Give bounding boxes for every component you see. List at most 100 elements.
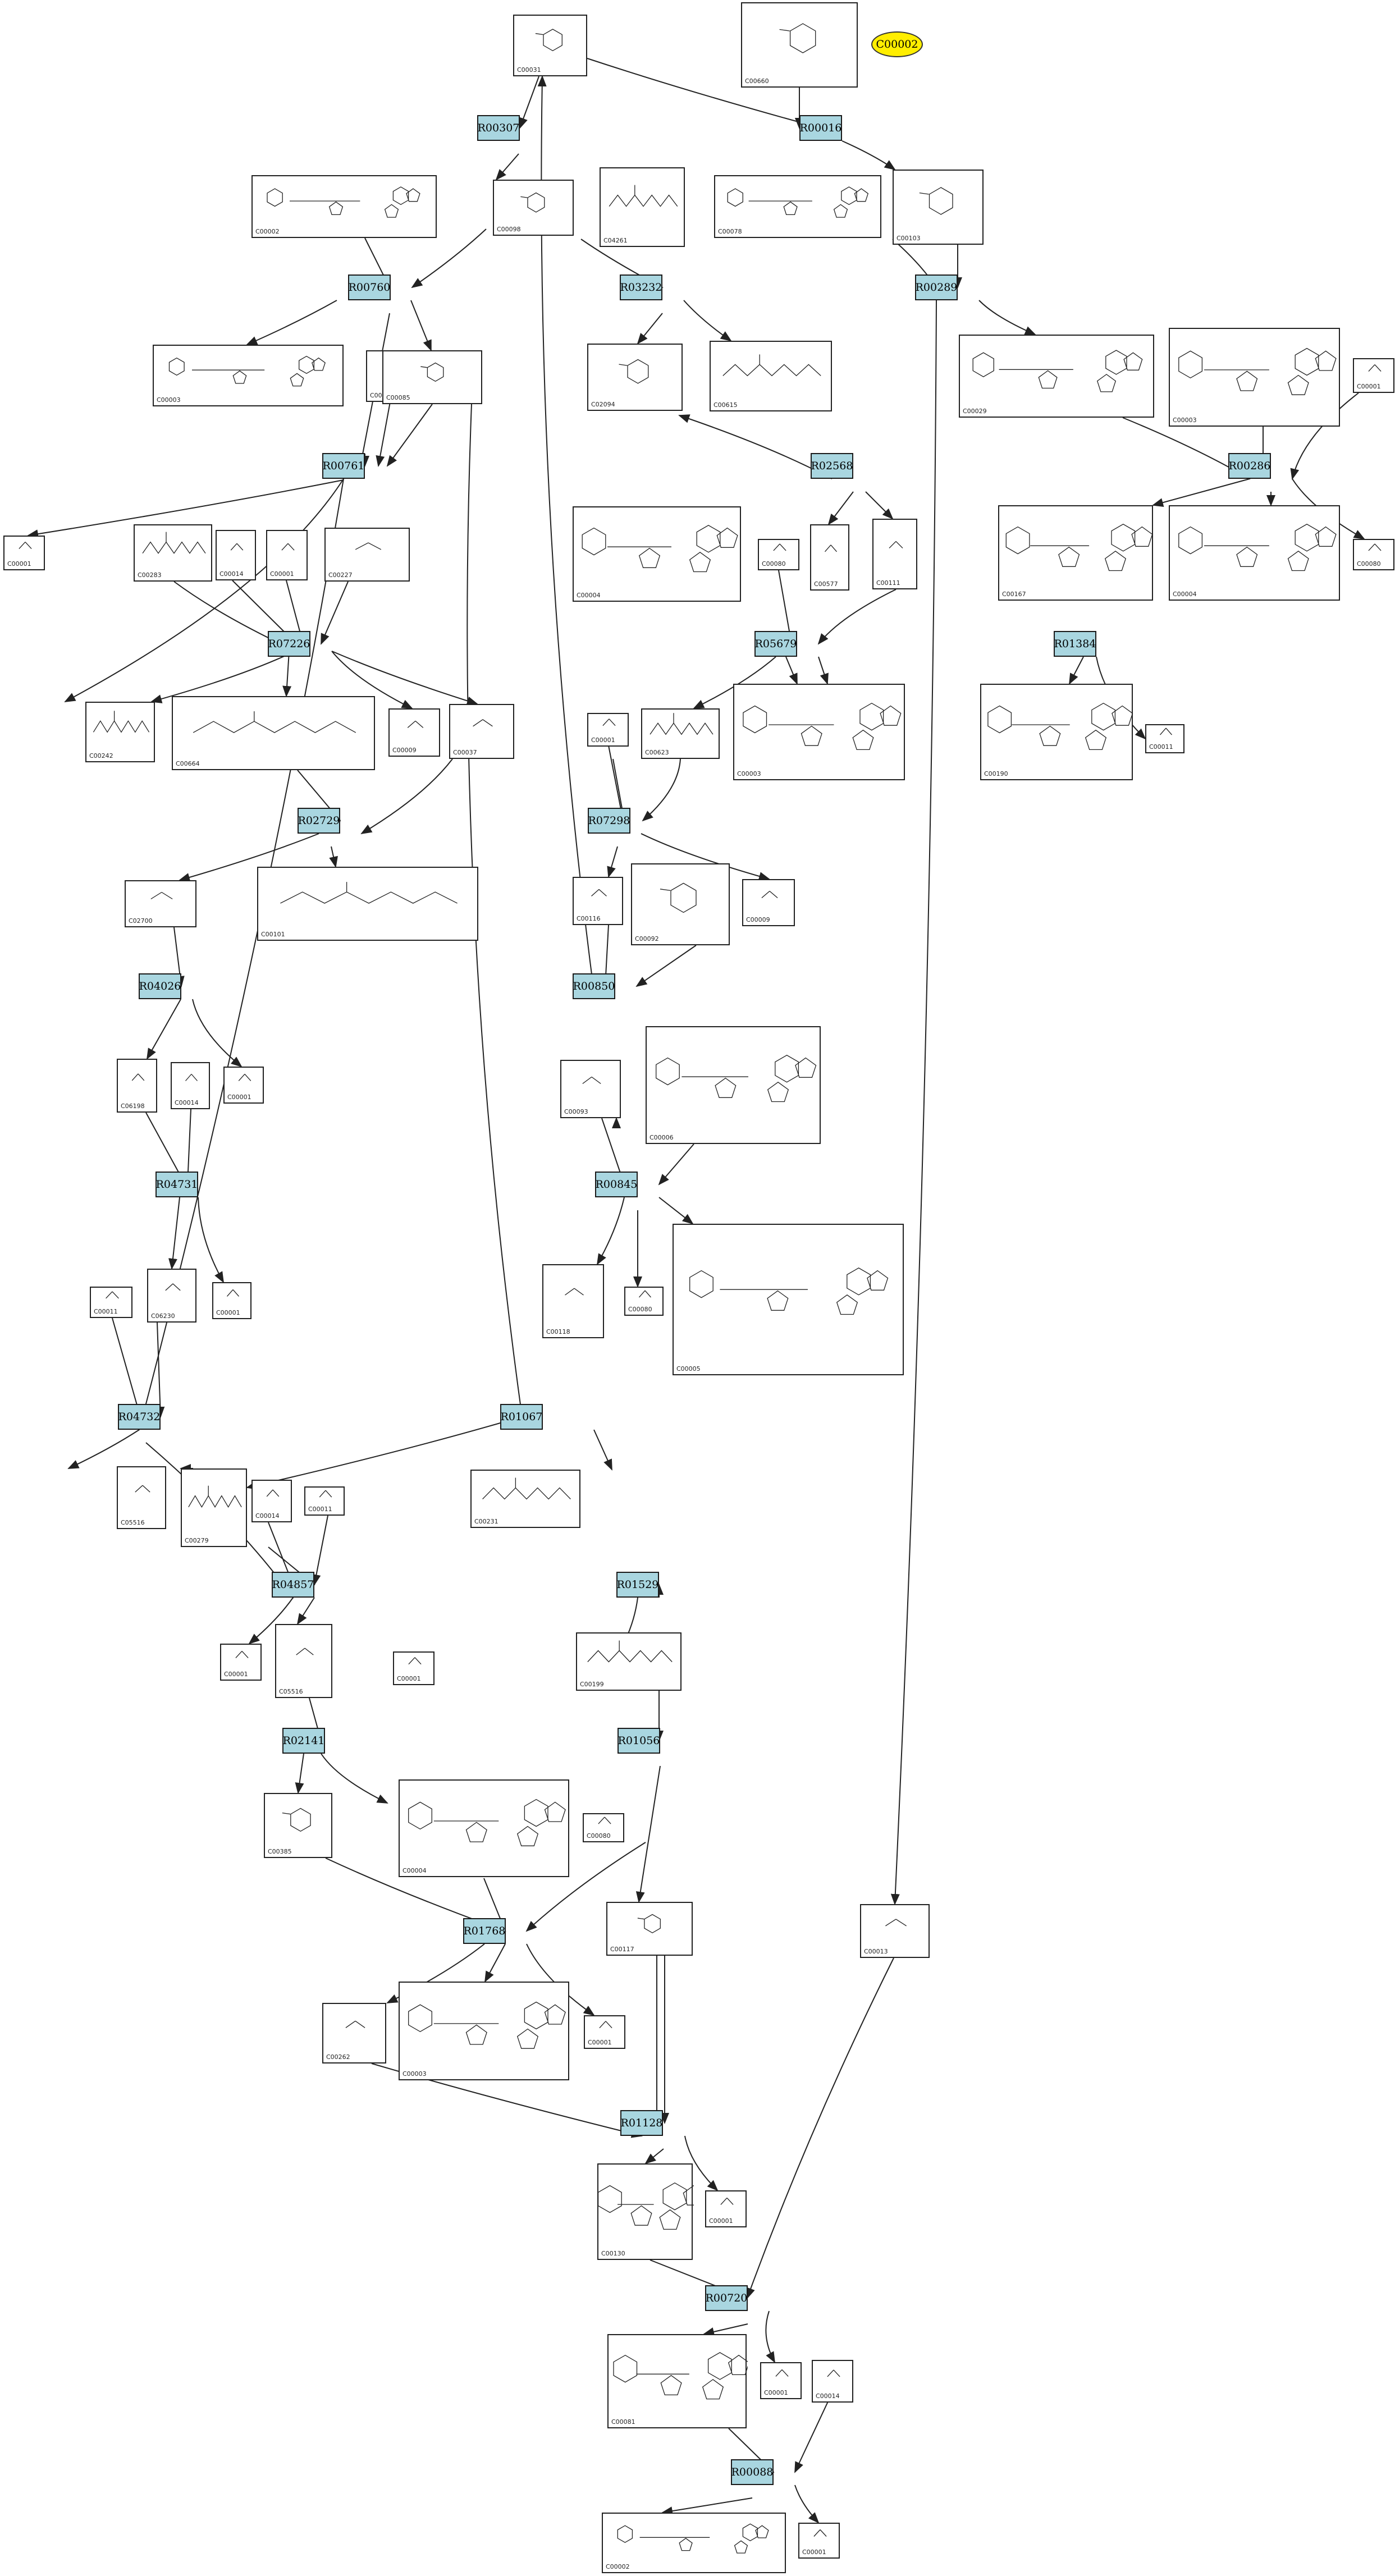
compound-node-c00101[interactable]: C00101	[257, 867, 478, 941]
compound-node-c00011[interactable]: C00011	[304, 1486, 345, 1516]
reaction-node-r00845[interactable]: R00845	[595, 1172, 638, 1197]
compound-node-c00092[interactable]: C00092	[631, 863, 730, 945]
compound-node-c00006[interactable]: C00006	[646, 1026, 821, 1144]
compound-node-c00001[interactable]: C00001	[1353, 358, 1394, 393]
compound-node-c00001[interactable]: C00001	[3, 536, 45, 570]
compound-node-c00001[interactable]: C00001	[220, 1644, 262, 1681]
compound-node-c00078[interactable]: C00078	[714, 175, 881, 238]
reaction-node-r07298[interactable]: R07298	[588, 808, 630, 834]
compound-node-c00001[interactable]: C00001	[760, 2362, 802, 2399]
compound-node-c00037[interactable]: C00037	[449, 704, 514, 759]
compound-node-c00014[interactable]: C00014	[171, 1062, 210, 1109]
compound-node-c00011[interactable]: C00011	[1145, 724, 1184, 753]
compound-node-c00001[interactable]: C00001	[705, 2190, 747, 2227]
compound-node-c00014[interactable]: C00014	[251, 1480, 292, 1522]
reaction-node-r01384[interactable]: R01384	[1054, 631, 1096, 657]
compound-node-c00001[interactable]: C00001	[223, 1067, 264, 1104]
compound-node-c05516[interactable]: C05516	[117, 1466, 166, 1529]
compound-node-c02700[interactable]: C02700	[125, 880, 196, 927]
compound-node-c00098[interactable]: C00098	[493, 180, 574, 236]
reaction-node-r02568[interactable]: R02568	[811, 453, 853, 479]
compound-node-c00009[interactable]: C00009	[388, 708, 440, 757]
compound-node-c00130[interactable]: C00130	[597, 2163, 694, 2260]
compound-node-c02094[interactable]: C02094	[587, 344, 683, 411]
reaction-node-r04732[interactable]: R04732	[118, 1404, 161, 1430]
reaction-node-r01056[interactable]: R01056	[618, 1728, 660, 1754]
compound-node-c00167[interactable]: C00167	[998, 505, 1153, 601]
compound-node-c00081[interactable]: C00081	[607, 2334, 748, 2428]
compound-node-c04261[interactable]: C04261	[600, 167, 685, 247]
compound-node-c00085[interactable]: C00085	[382, 350, 482, 404]
compound-node-c00004[interactable]: C00004	[573, 506, 741, 602]
compound-node-c00009[interactable]: C00009	[742, 879, 795, 926]
compound-node-c00014[interactable]: C00014	[216, 530, 256, 580]
compound-node-c00080[interactable]: C00080	[1353, 539, 1394, 570]
compound-node-c00001[interactable]: C00001	[584, 2015, 625, 2049]
compound-node-c00002[interactable]: C00002	[602, 2513, 786, 2573]
compound-node-c00190[interactable]: C00190	[980, 684, 1133, 780]
compound-node-c00001[interactable]: C00001	[393, 1651, 434, 1685]
reaction-node-r04731[interactable]: R04731	[155, 1172, 198, 1197]
compound-node-c00231[interactable]: C00231	[470, 1470, 580, 1528]
compound-node-c00615[interactable]: C00615	[710, 341, 832, 411]
compound-node-c00003[interactable]: C00003	[153, 345, 344, 406]
compound-node-c00283[interactable]: C00283	[134, 524, 212, 582]
reaction-node-r00760[interactable]: R00760	[348, 274, 391, 300]
compound-node-c00664[interactable]: C00664	[172, 696, 375, 770]
reaction-node-r03232[interactable]: R03232	[620, 274, 662, 300]
compound-node-c00262[interactable]: C00262	[322, 2003, 386, 2063]
compound-node-c00080[interactable]: C00080	[624, 1287, 664, 1316]
compound-node-c06198[interactable]: C06198	[117, 1059, 157, 1113]
compound-node-c00003[interactable]: C00003	[399, 1982, 569, 2080]
reaction-node-r00307[interactable]: R00307	[477, 115, 520, 141]
compound-node-c00031[interactable]: C00031	[513, 15, 587, 76]
compound-node-c00623[interactable]: C00623	[641, 708, 720, 759]
compound-node-c00279[interactable]: C00279	[181, 1468, 247, 1547]
compound-node-c00004[interactable]: C00004	[399, 1779, 569, 1877]
compound-node-c00117[interactable]: C00117	[606, 1902, 693, 1956]
compound-node-c00660[interactable]: C00660	[741, 2, 858, 88]
compound-node-c00577[interactable]: C00577	[810, 524, 849, 591]
reaction-node-r00850[interactable]: R00850	[573, 973, 615, 999]
reaction-node-r04857[interactable]: R04857	[272, 1572, 314, 1598]
compound-node-c00116[interactable]: C00116	[573, 877, 623, 925]
compound-node-c00004[interactable]: C00004	[1169, 505, 1340, 601]
root-compound-node[interactable]: C00002	[871, 31, 923, 57]
compound-node-c00003[interactable]: C00003	[733, 684, 905, 780]
compound-node-c00005[interactable]: C00005	[673, 1224, 904, 1375]
reaction-node-r01067[interactable]: R01067	[500, 1404, 543, 1430]
compound-node-c00029[interactable]: C00029	[959, 335, 1154, 418]
compound-node-c00011[interactable]: C00011	[90, 1287, 132, 1318]
compound-node-c00002[interactable]: C00002	[251, 175, 437, 238]
reaction-node-r02729[interactable]: R02729	[298, 808, 340, 834]
reaction-node-r04026[interactable]: R04026	[139, 973, 181, 999]
compound-node-c00001[interactable]: C00001	[212, 1282, 251, 1319]
compound-node-c00385[interactable]: C00385	[264, 1793, 332, 1858]
reaction-node-r05679[interactable]: R05679	[754, 631, 797, 657]
reaction-node-r00761[interactable]: R00761	[322, 453, 365, 479]
reaction-node-r02141[interactable]: R02141	[282, 1728, 325, 1754]
compound-node-c00001[interactable]: C00001	[266, 530, 308, 580]
compound-node-c00080[interactable]: C00080	[583, 1813, 624, 1842]
compound-node-c00118[interactable]: C00118	[542, 1264, 604, 1338]
reaction-node-r01768[interactable]: R01768	[463, 1918, 506, 1944]
compound-node-c00001[interactable]: C00001	[587, 713, 629, 747]
reaction-node-r00016[interactable]: R00016	[799, 115, 842, 141]
compound-node-c00013[interactable]: C00013	[860, 1904, 930, 1958]
reaction-node-r00289[interactable]: R00289	[915, 274, 958, 300]
compound-node-c05516[interactable]: C05516	[275, 1624, 332, 1698]
reaction-node-r01529[interactable]: R01529	[616, 1572, 659, 1598]
compound-node-c00014[interactable]: C00014	[812, 2360, 853, 2403]
compound-node-c00003[interactable]: C00003	[1169, 328, 1340, 427]
compound-node-c00001[interactable]: C00001	[798, 2523, 840, 2559]
compound-node-c06230[interactable]: C06230	[147, 1269, 196, 1323]
compound-node-c00199[interactable]: C00199	[576, 1632, 682, 1691]
reaction-node-r00286[interactable]: R00286	[1228, 453, 1271, 479]
compound-node-c00103[interactable]: C00103	[893, 170, 984, 245]
reaction-node-r07226[interactable]: R07226	[268, 631, 310, 657]
compound-node-c00080[interactable]: C00080	[758, 539, 799, 570]
reaction-node-r00088[interactable]: R00088	[731, 2459, 774, 2485]
compound-node-c00242[interactable]: C00242	[85, 702, 155, 762]
reaction-node-r00720[interactable]: R00720	[705, 2285, 748, 2311]
compound-node-c00227[interactable]: C00227	[324, 528, 410, 582]
